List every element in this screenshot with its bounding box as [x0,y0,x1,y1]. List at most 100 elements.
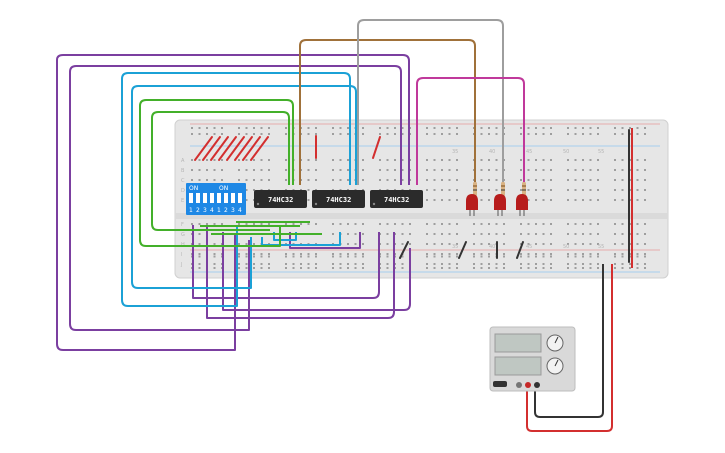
breadboard-hole [441,133,443,135]
breadboard-hole [597,255,599,258]
breadboard-hole [307,267,310,269]
ground-wire[interactable] [534,264,604,418]
breadboard-hole [542,133,545,135]
chip-1[interactable]: 74HC32 [254,190,307,208]
breadboard-hole [441,243,443,245]
row-letter: A [181,158,185,164]
power-switch[interactable] [493,381,507,387]
breadboard-hole [433,189,436,191]
breadboard-hole [409,223,411,225]
breadboard-hole [644,233,646,235]
breadboard-hole [379,127,381,129]
power-supply-display-2 [494,356,542,376]
breadboard-hole [300,255,302,258]
breadboard-hole [503,243,505,245]
breadboard-hole [448,127,451,129]
breadboard-hole [433,233,436,235]
chip-2[interactable]: 74HC32 [312,190,365,208]
breadboard-hole [347,133,349,135]
breadboard-hole [332,255,334,258]
breadboard-hole [473,263,475,265]
power-wire[interactable] [526,264,613,432]
terminal-ground[interactable] [516,382,522,388]
breadboard-hole [386,133,389,135]
breadboard-hole [401,263,404,265]
magenta-wire[interactable] [416,77,525,190]
breadboard-hole [597,199,599,201]
col-number-45-bottom: 45 [526,244,532,250]
breadboard-hole [379,133,381,135]
breadboard-hole [503,267,505,269]
gray-wire[interactable] [357,19,504,190]
breadboard-hole [480,133,483,135]
breadboard-hole [520,189,522,191]
breadboard-hole [238,127,240,129]
terminal-negative[interactable] [534,382,540,388]
breadboard-hole [347,263,349,265]
breadboard-hole [527,253,530,255]
row-letter: J [180,262,182,268]
dip-number: 1 [217,207,221,214]
dip-number: 3 [231,207,235,214]
breadboard-hole [582,159,584,161]
breadboard-hole [597,127,599,129]
breadboard-hole [574,199,577,201]
breadboard-hole [495,267,498,269]
dip-number: 4 [210,207,214,214]
breadboard-hole [213,127,216,129]
breadboard-hole [456,267,458,269]
breadboard-hole [206,159,208,161]
breadboard-hole [386,255,389,258]
blue-wire-group[interactable] [121,72,357,307]
row-letter: C [181,178,185,184]
breadboard-hole [213,243,216,245]
breadboard-hole [245,127,248,129]
breadboard-hole [426,127,428,129]
breadboard-hole [441,233,443,235]
black-jumper-group[interactable] [399,129,630,263]
led-group[interactable] [466,182,528,216]
breadboard-hole [495,133,498,135]
breadboard-hole [644,223,646,225]
breadboard-hole [426,179,428,181]
breadboard-hole [597,179,599,181]
breadboard-hole [268,169,270,171]
breadboard-hole [339,179,342,181]
terminal-positive[interactable] [525,382,531,388]
breadboard-hole [614,199,616,201]
breadboard-hole [245,199,248,201]
breadboard-hole [221,133,223,135]
breadboard-hole [448,133,451,135]
dip-toggle [238,193,242,203]
breadboard-hole [426,189,428,191]
breadboard-hole [238,243,240,245]
power-supply[interactable] [489,326,576,392]
breadboard-hole [473,233,475,235]
green-wire-group[interactable] [139,99,322,247]
breadboard-hole [401,133,404,135]
breadboard-hole [441,267,443,269]
red-jumper-group[interactable] [194,135,381,161]
breadboard-hole [426,169,428,171]
resistor-2 [501,182,505,196]
breadboard-hole [307,127,310,129]
dip-number: 2 [224,207,228,214]
breadboard-hole [456,243,458,245]
breadboard-hole [401,159,404,161]
breadboard-hole [550,223,552,225]
col-number-55-bottom: 55 [598,244,604,250]
breadboard-hole [221,127,223,129]
breadboard-hole [644,253,646,255]
breadboard-hole [307,179,310,181]
breadboard-hole [574,159,577,161]
breadboard-hole [597,189,599,191]
breadboard-hole [614,127,616,129]
breadboard-hole [582,263,584,265]
chip-3[interactable]: 74HC32 [370,190,423,208]
breadboard-hole [245,159,248,161]
brown-wire[interactable] [299,39,476,190]
breadboard-hole [520,223,522,225]
breadboard-hole [362,233,364,235]
led-3 [516,194,528,216]
